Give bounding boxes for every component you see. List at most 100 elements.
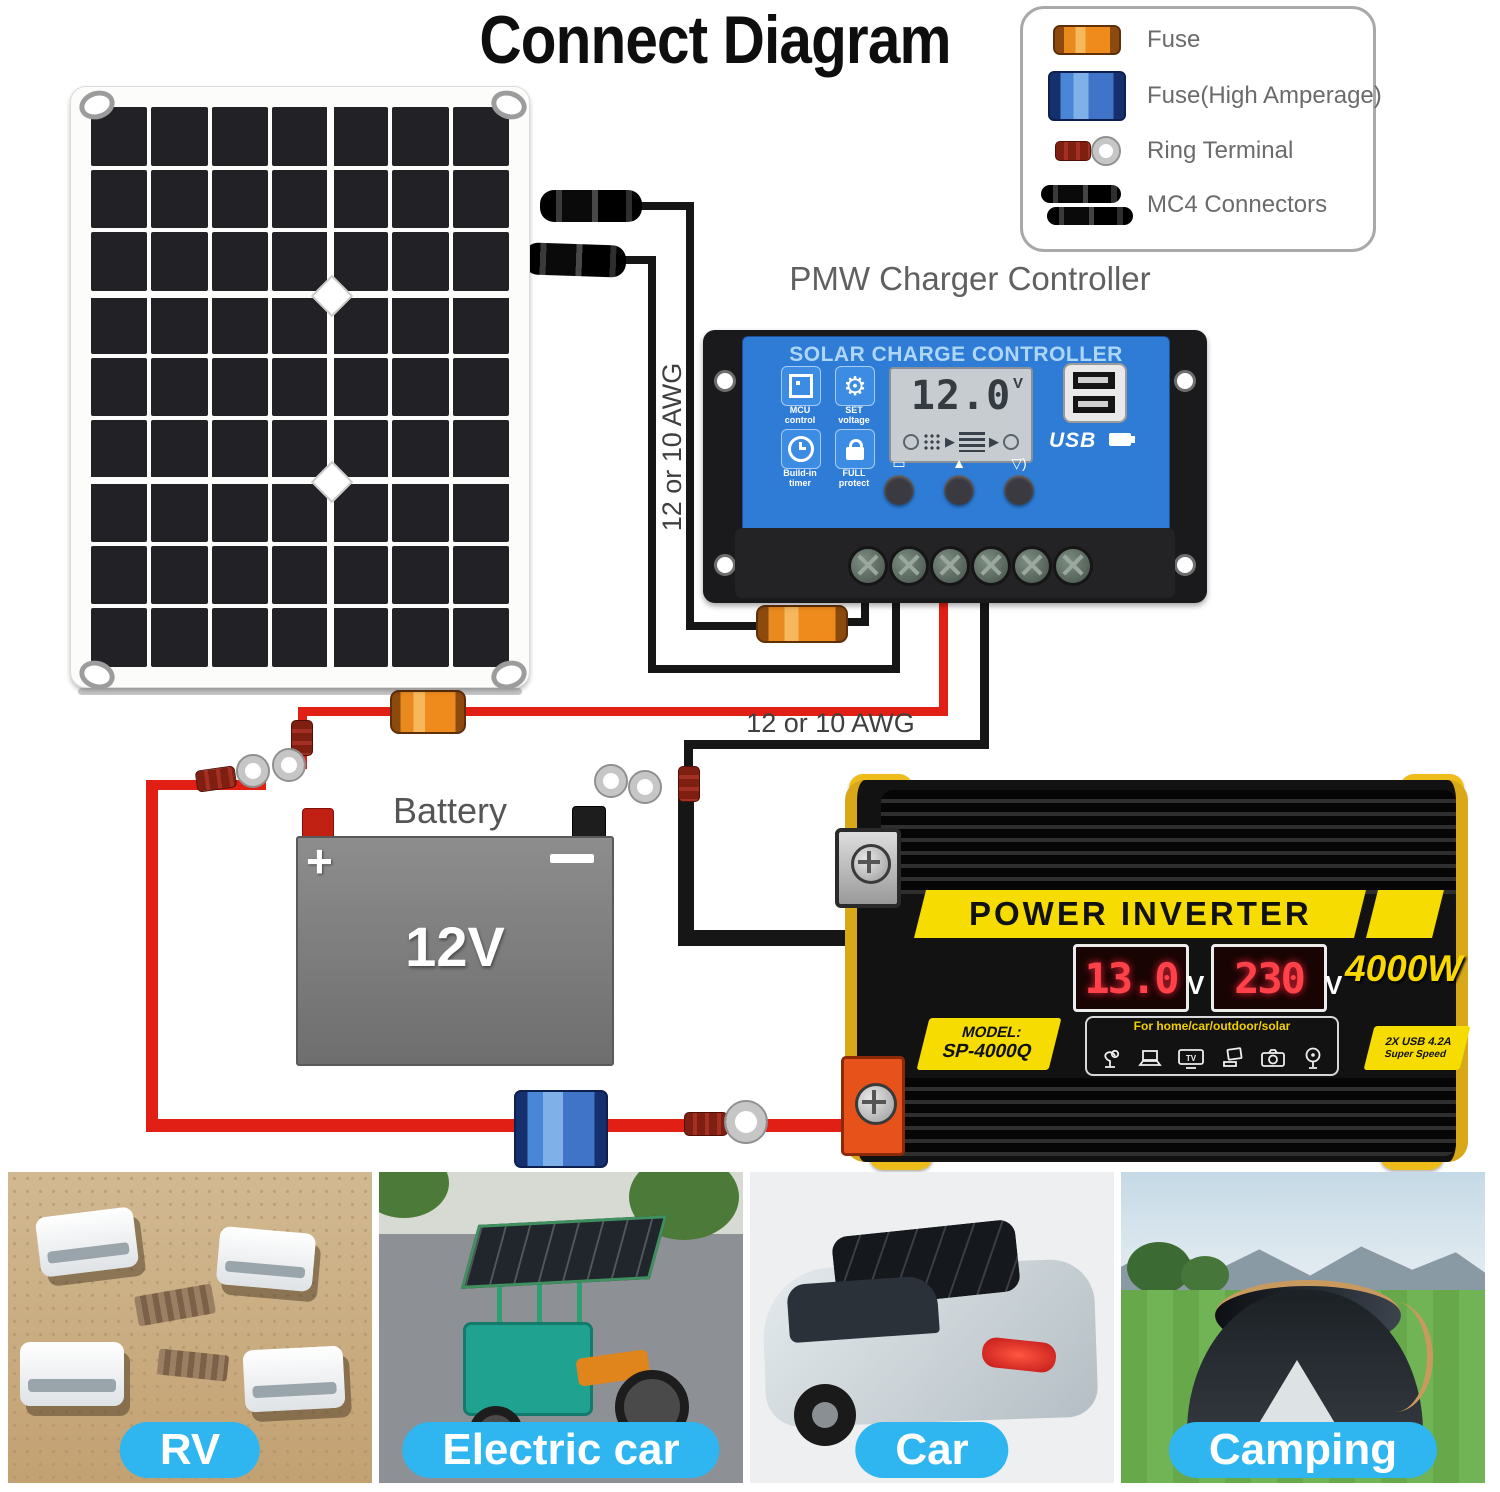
usb-ports — [1063, 363, 1127, 423]
terminal-screw — [851, 844, 891, 884]
fuse-high-amperage-icon — [514, 1090, 608, 1168]
solar-cell — [151, 483, 208, 542]
rv-van — [242, 1345, 346, 1413]
solar-cell — [91, 545, 148, 605]
lcd-value: 12.0 — [910, 373, 1012, 419]
usage-text: For home/car/outdoor/solar — [1133, 1019, 1291, 1033]
controller-button[interactable] — [944, 475, 974, 505]
solar-cell — [392, 420, 449, 479]
ring-terminal-icon — [1041, 136, 1133, 166]
legend-box: Fuse Fuse(High Amperage) Ring Terminal M… — [1020, 6, 1382, 252]
solar-cell — [392, 357, 449, 417]
solar-cell — [452, 169, 509, 229]
protect-lock-icon — [835, 429, 875, 469]
power-rating: 4000W — [1345, 948, 1463, 989]
solar-cell — [332, 232, 389, 291]
legend-item-fuse: Fuse — [1041, 25, 1200, 55]
mount-hole-icon — [714, 370, 736, 392]
battery-negative-terminal — [572, 806, 606, 840]
battery-plus-mark: + — [306, 835, 333, 887]
battery: + 12V — [296, 835, 614, 1066]
lcd-unit: V — [1012, 375, 1023, 392]
load-icon — [1003, 434, 1019, 450]
solar-panel — [70, 86, 531, 694]
tent-frame-trim — [1357, 1302, 1433, 1412]
solar-cell — [91, 295, 148, 354]
inverter-ridges-top — [881, 790, 1456, 894]
photo-rv: RV — [8, 1172, 372, 1483]
solar-cell — [151, 608, 208, 667]
legend-label: Fuse — [1147, 26, 1201, 53]
mc4-connectors-icon — [1041, 185, 1133, 225]
fan-icon — [1305, 1047, 1321, 1069]
panel-icon — [923, 433, 941, 451]
solar-cell — [332, 169, 389, 229]
pv-wire — [840, 618, 866, 626]
solar-cell — [332, 420, 389, 479]
solar-cell — [211, 483, 268, 542]
solar-cell — [91, 608, 148, 667]
appliance-icons: TV — [1091, 1045, 1333, 1071]
mount-hole-icon — [1174, 370, 1196, 392]
mount-hole-icon — [714, 554, 736, 576]
solar-cell — [392, 483, 449, 542]
car-windows — [786, 1274, 940, 1344]
controller-button[interactable] — [1004, 475, 1034, 505]
photo-label-pill: Car — [855, 1422, 1009, 1478]
solar-cell — [452, 545, 509, 605]
car-wheel — [794, 1384, 856, 1446]
controller-button[interactable] — [884, 475, 914, 505]
terminal-screw — [855, 1083, 897, 1125]
terminal-screw — [1012, 546, 1052, 586]
battery-icon — [959, 432, 985, 452]
awg-label-vertical: 12 or 10 AWG — [657, 362, 687, 532]
solar-cell — [452, 295, 509, 354]
mc4-connector-icon — [523, 242, 627, 278]
solar-cell — [332, 545, 389, 605]
model-value: SP-4000Q — [940, 1040, 1035, 1062]
legend-label: Fuse(High Amperage) — [1147, 82, 1382, 109]
battery-negative-wire — [684, 740, 989, 749]
solar-cell — [392, 295, 449, 354]
terminal-screw — [848, 546, 888, 586]
solar-cell — [392, 608, 449, 667]
solar-cell — [452, 357, 509, 417]
page-title: Connect Diagram — [479, 2, 951, 78]
battery-positive-wire — [300, 707, 948, 716]
solar-cell — [91, 420, 148, 479]
usb-battery-icon — [1109, 433, 1135, 446]
solar-cell — [211, 357, 268, 417]
panel-divider — [91, 291, 509, 298]
solar-cell — [271, 420, 329, 479]
pv-wire — [620, 256, 656, 264]
solar-cell — [452, 608, 509, 667]
controller-caption: PMW Charger Controller — [789, 260, 1151, 297]
solar-cell — [151, 420, 208, 479]
solar-cell — [91, 169, 148, 229]
mcu-control-icon — [781, 366, 821, 406]
solar-cell — [151, 295, 208, 354]
solar-cell — [211, 295, 268, 354]
solar-cell — [91, 232, 148, 291]
rv-van — [34, 1206, 140, 1278]
ring-terminal-icon — [272, 748, 306, 782]
photo-camping: Camping — [1121, 1172, 1485, 1483]
pv-wire — [892, 598, 900, 673]
terminal-strip — [735, 528, 1175, 598]
ring-terminal-crimp — [684, 1112, 728, 1136]
ring-terminal-icon — [628, 770, 662, 804]
battery-positive-wire — [939, 598, 948, 716]
inverter-positive-wire — [146, 780, 158, 1132]
solar-cell — [211, 545, 268, 605]
photo-electric-car: Electric car — [379, 1172, 743, 1483]
pv-wire — [636, 202, 694, 210]
usb-badge: 2X USB 4.2A Super Speed — [1363, 1026, 1471, 1070]
inverter-body: POWER INVERTER 13.0 V 230 V 4000W For ho… — [845, 780, 1471, 1162]
solar-cell — [452, 107, 509, 166]
solar-cell — [332, 608, 389, 667]
inverter-negative-wire — [678, 798, 694, 946]
